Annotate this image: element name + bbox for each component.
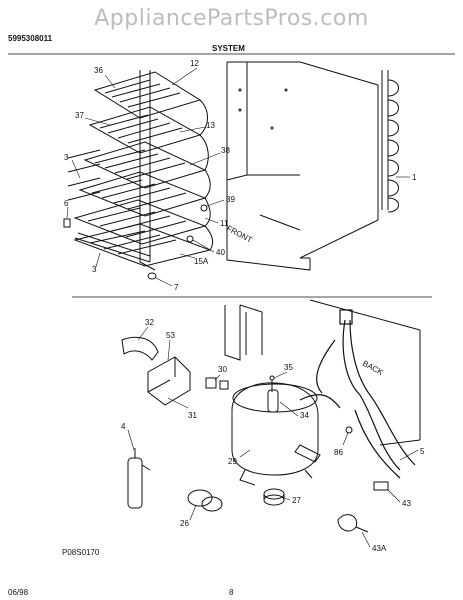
callout: 29 xyxy=(228,457,237,466)
callout: 30 xyxy=(218,365,227,374)
process-tube-34 xyxy=(267,389,279,413)
callout: 15A xyxy=(194,257,209,266)
callout: 53 xyxy=(166,331,175,340)
callout: 5 xyxy=(420,447,425,456)
clip-40 xyxy=(186,235,194,243)
drier-4 xyxy=(127,448,151,509)
shelf xyxy=(88,106,202,154)
callout: 26 xyxy=(180,519,189,528)
figure-id: P08S0170 xyxy=(62,548,100,557)
callout: 37 xyxy=(75,111,84,120)
clip-43 xyxy=(373,481,389,491)
shelf-stack xyxy=(63,70,214,280)
front-label: FRONT xyxy=(225,224,254,245)
compressor xyxy=(231,375,321,486)
clamp-43a xyxy=(337,514,358,532)
callout: 40 xyxy=(216,248,225,257)
tubing xyxy=(299,309,416,479)
relay-cover-53 xyxy=(147,356,191,406)
leader-lines-bottom xyxy=(127,326,419,548)
watermark: AppliancePartsPros.com xyxy=(94,6,369,31)
condenser-coil xyxy=(381,70,399,213)
callout: 39 xyxy=(226,195,235,204)
callout: 13 xyxy=(206,121,215,130)
screw-86 xyxy=(345,426,353,434)
page-number: 8 xyxy=(229,588,234,597)
relay-30 xyxy=(205,377,229,390)
callout: 32 xyxy=(145,318,154,327)
callout: 12 xyxy=(190,59,199,68)
shelf xyxy=(83,141,207,189)
callout: 34 xyxy=(300,411,309,420)
callout: 3 xyxy=(92,265,97,274)
callout: 27 xyxy=(292,496,301,505)
callout: 35 xyxy=(284,363,293,372)
callout: 31 xyxy=(188,411,197,420)
callout: 7 xyxy=(174,283,179,292)
callout: 11 xyxy=(220,219,229,228)
insulation-32 xyxy=(121,336,159,361)
clip-39 xyxy=(200,204,208,212)
callout: 38 xyxy=(221,146,230,155)
capacitor-26 xyxy=(187,489,223,512)
callout: 3 xyxy=(64,153,69,162)
callout: 36 xyxy=(94,66,103,75)
cord-plug xyxy=(339,309,353,325)
lower-cabinet xyxy=(224,299,421,446)
grommet-7 xyxy=(147,272,157,280)
leader-lines-top xyxy=(66,67,410,287)
shelf xyxy=(93,71,202,119)
mount-27 xyxy=(263,488,285,506)
callout: 86 xyxy=(334,448,343,457)
cabinet-liner xyxy=(226,61,379,271)
grommet-35 xyxy=(269,375,275,381)
section-title: SYSTEM xyxy=(212,44,245,53)
callout: 4 xyxy=(121,422,126,431)
back-label: BACK xyxy=(361,359,385,377)
callout: 43A xyxy=(372,544,387,553)
part-number: 5995308011 xyxy=(8,34,53,43)
callout: 6 xyxy=(64,199,69,208)
callout: 1 xyxy=(412,173,417,182)
callout: 43 xyxy=(402,499,411,508)
footer-date: 06/98 xyxy=(8,588,29,597)
